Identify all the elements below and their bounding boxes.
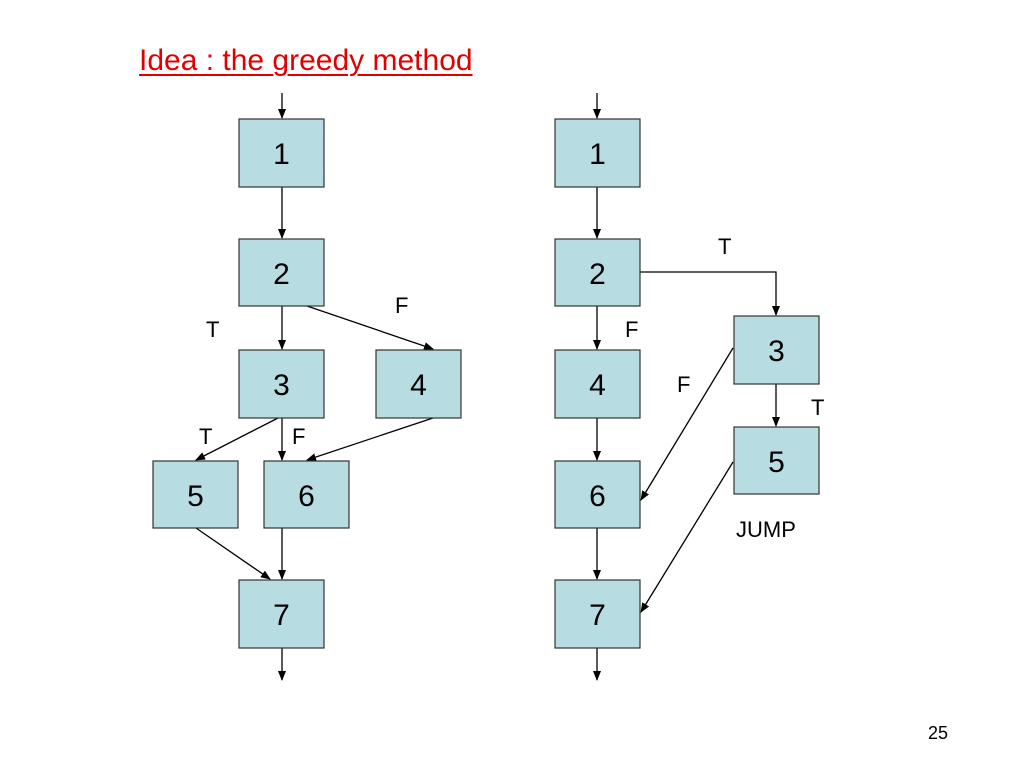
node-label: 4 [410,369,427,402]
right-node-5: 5 [733,426,820,495]
label-false: F [677,372,690,397]
right-edge-5-7 [640,461,734,613]
left-flowchart: 1 2 3 4 5 6 7 [152,93,462,681]
right-edge-2-3 [640,271,780,316]
left-edge-4-6 [306,417,434,461]
right-edge-3-6 [640,347,734,501]
label-true: T [718,234,731,259]
node-label: 7 [589,599,606,632]
left-node-2: 2 [238,238,325,307]
node-label: 3 [273,369,290,402]
left-node-6: 6 [263,460,350,529]
left-node-1: 1 [238,118,325,188]
right-node-3: 3 [733,315,820,385]
left-node-4: 4 [375,349,462,419]
label-false: F [625,317,638,342]
right-node-7: 7 [554,579,641,649]
node-label: 2 [589,258,606,291]
label-true: T [206,317,219,342]
node-label: 5 [187,480,204,513]
label-true: T [811,395,824,420]
left-edge-3-5 [195,417,279,461]
node-label: 5 [768,446,785,479]
node-label: 2 [273,258,290,291]
right-flowchart: 1 2 4 6 7 3 5 [554,93,824,681]
right-node-1: 1 [554,118,641,188]
left-node-5: 5 [152,460,239,529]
slide-title: Idea : the greedy method [139,44,473,77]
node-label: 7 [273,599,290,632]
node-label: 6 [589,480,606,513]
label-false: F [395,293,408,318]
left-edge-2-4 [306,305,434,350]
page-number: 25 [928,723,949,743]
node-label: 3 [768,335,785,368]
node-label: 1 [589,138,606,171]
left-node-7: 7 [238,579,325,649]
right-node-2: 2 [554,238,641,307]
label-true: T [199,424,212,449]
label-false: F [292,424,305,449]
left-edge-5-7 [195,527,271,580]
node-label: 4 [589,369,606,402]
node-label: 6 [298,480,315,513]
node-label: 1 [273,138,290,171]
left-node-3: 3 [238,349,325,419]
right-node-6: 6 [554,460,641,529]
right-node-4: 4 [554,349,641,419]
label-jump: JUMP [736,517,796,542]
